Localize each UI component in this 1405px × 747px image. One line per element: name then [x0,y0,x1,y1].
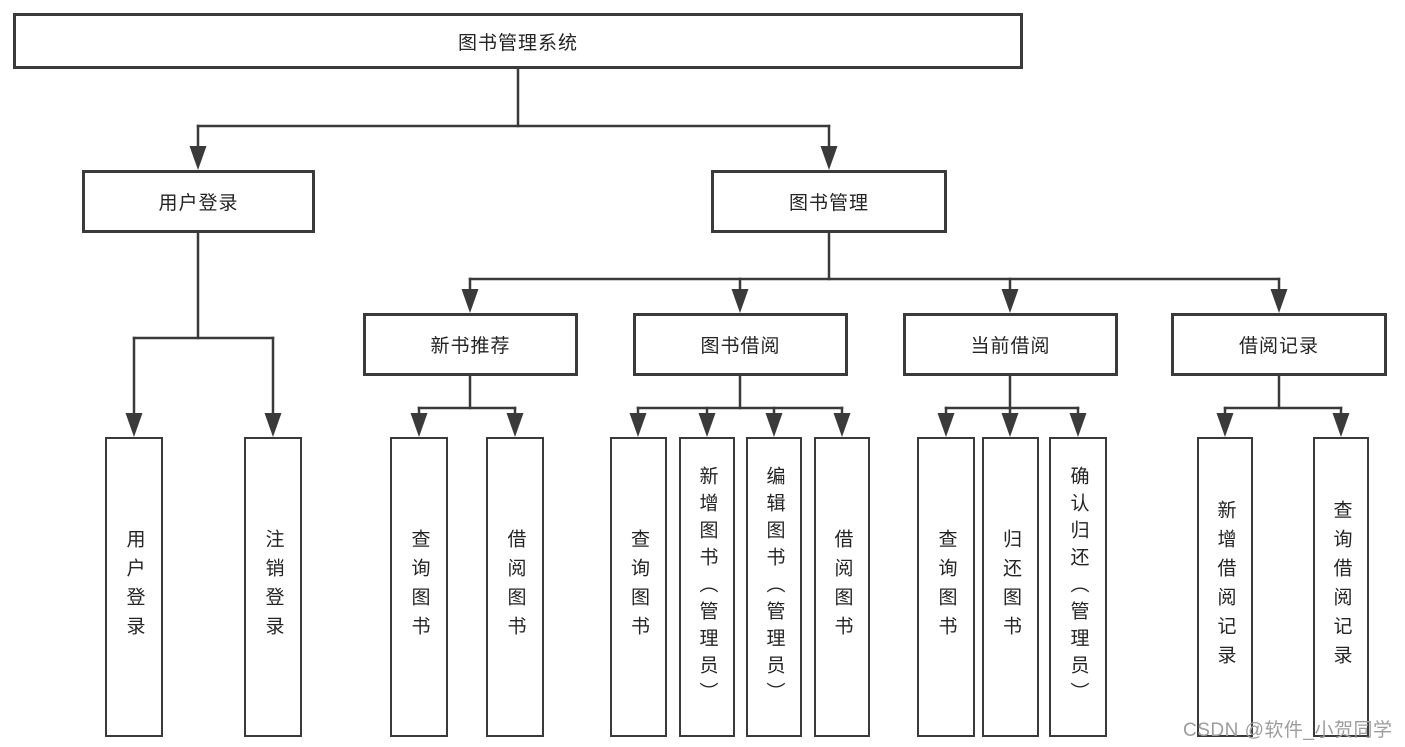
node-label: 新增借阅记录 [1214,500,1236,674]
node-current-borrow: 当前借阅 [903,313,1118,376]
node-label: 图书借阅 [700,336,781,357]
leaf-query-borrow-record: 查询借阅记录 [1313,437,1369,737]
node-label: 新增图书（管理员） [696,465,718,709]
node-label: 当前借阅 [970,336,1051,357]
node-label: 查询图书 [628,529,649,645]
leaf-query-books-current: 查询图书 [917,437,975,737]
node-borrow-records: 借阅记录 [1171,313,1387,376]
node-label: 查询借阅记录 [1330,500,1352,674]
node-new-book-recommend: 新书推荐 [363,313,578,376]
leaf-add-books-admin: 新增图书（管理员） [679,437,735,737]
leaf-edit-books-admin: 编辑图书（管理员） [746,437,802,737]
node-label: 用户登录 [158,193,239,214]
node-library-management-system: 图书管理系统 [13,13,1023,69]
leaf-logout: 注销登录 [244,437,302,737]
node-label: 借阅记录 [1238,336,1319,357]
node-label: 借阅图书 [831,529,853,645]
node-label: 图书管理 [788,193,869,214]
leaf-user-login: 用户登录 [105,437,163,737]
node-label: 确认归还（管理员） [1067,465,1089,709]
node-label: 注销登录 [262,529,284,645]
leaf-confirm-return-admin: 确认归还（管理员） [1049,437,1107,737]
node-label: 归还图书 [1000,529,1021,645]
node-label: 用户登录 [123,529,145,645]
node-label: 图书管理系统 [457,32,578,54]
node-label: 查询图书 [935,529,957,645]
node-book-borrow: 图书借阅 [633,313,848,376]
node-label: 编辑图书（管理员） [763,465,785,709]
leaf-borrow-books: 借阅图书 [814,437,870,737]
leaf-query-books-recommend: 查询图书 [390,437,448,737]
leaf-add-borrow-record: 新增借阅记录 [1197,437,1253,737]
leaf-borrow-books-recommend: 借阅图书 [486,437,544,737]
node-label: 新书推荐 [430,336,511,357]
node-label: 查询图书 [408,529,430,645]
node-label: 借阅图书 [504,529,526,645]
csdn-watermark: CSDN @软件_小贺同学 [1183,720,1393,741]
leaf-return-books: 归还图书 [982,437,1039,737]
leaf-query-books-borrow: 查询图书 [610,437,667,737]
node-book-management: 图书管理 [711,170,947,233]
node-user-login: 用户登录 [82,170,315,233]
